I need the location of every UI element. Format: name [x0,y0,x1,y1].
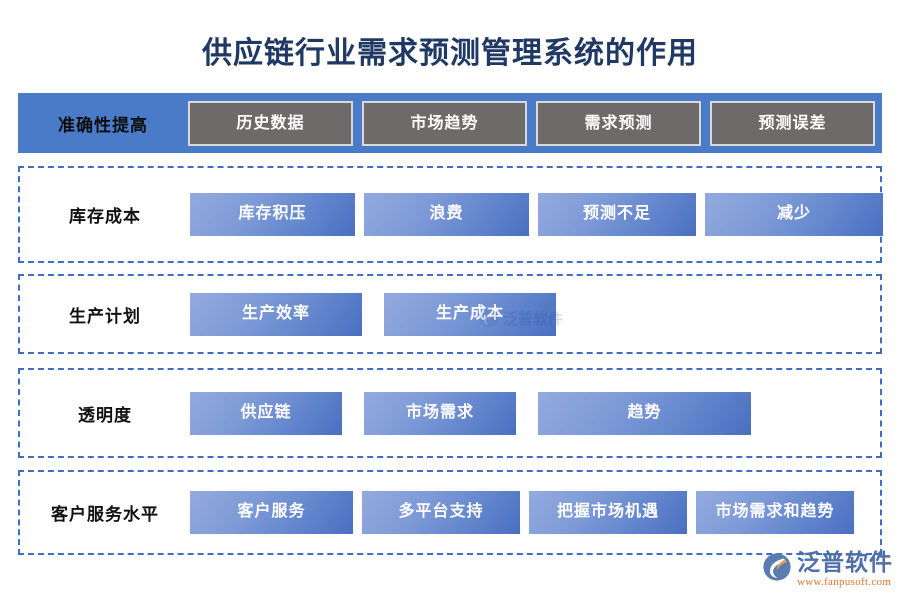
row-items-inventory-cost: 库存积压 浪费 预测不足 减少 [190,193,883,236]
brand-name: 泛普软件 [797,550,893,575]
row-items-transparency: 供应链 市场需求 趋势 [190,391,880,435]
chip-forecast-error[interactable]: 预测误差 [710,100,875,146]
chip-market-demand[interactable]: 市场需求 [364,391,516,435]
chip-supply-chain[interactable]: 供应链 [190,391,342,435]
chip-inventory-backlog[interactable]: 库存积压 [190,193,355,236]
row-accuracy: 准确性提高 历史数据 市场趋势 需求预测 预测误差 [18,93,882,153]
chip-multi-platform-support[interactable]: 多平台支持 [362,491,520,534]
chip-waste[interactable]: 浪费 [364,193,529,236]
row-production-plan: 生产计划 生产效率 生产成本 [18,274,882,354]
chip-historical-data[interactable]: 历史数据 [188,100,353,146]
row-label-production-plan: 生产计划 [69,306,141,326]
row-label-transparency: 透明度 [78,405,132,425]
brand-text: 泛普软件 www.fanpusoft.com [797,551,893,588]
brand-url: www.fanpusoft.com [797,576,892,588]
chip-reduce[interactable]: 减少 [705,193,883,236]
brand-logo: 泛普软件 www.fanpusoft.com [762,551,893,588]
chip-production-cost[interactable]: 生产成本 [384,292,556,336]
row-items-customer-service-level: 客户服务 多平台支持 把握市场机遇 市场需求和趋势 [190,491,880,534]
chip-seize-market-opportunity[interactable]: 把握市场机遇 [529,491,687,534]
chip-customer-service[interactable]: 客户服务 [190,491,353,534]
row-label-accuracy: 准确性提高 [58,115,148,135]
row-customer-service-level: 客户服务水平 客户服务 多平台支持 把握市场机遇 市场需求和趋势 [18,470,882,555]
chip-under-forecast[interactable]: 预测不足 [538,193,696,236]
chip-trend[interactable]: 趋势 [538,391,751,435]
chip-production-efficiency[interactable]: 生产效率 [190,292,362,336]
row-items-production-plan: 生产效率 生产成本 [190,292,880,336]
chip-market-demand-and-trend[interactable]: 市场需求和趋势 [696,491,854,534]
row-items-accuracy: 历史数据 市场趋势 需求预测 预测误差 [188,100,882,146]
chip-demand-forecast[interactable]: 需求预测 [536,100,701,146]
row-inventory-cost: 库存成本 库存积压 浪费 预测不足 减少 [18,166,883,263]
row-label-customer-service-level: 客户服务水平 [51,505,159,524]
page-title: 供应链行业需求预测管理系统的作用 [202,37,698,70]
row-label-inventory-cost: 库存成本 [69,207,141,226]
chip-market-trend[interactable]: 市场趋势 [362,100,527,146]
row-transparency: 透明度 供应链 市场需求 趋势 [18,368,882,458]
fanpu-logo-icon [763,553,791,581]
